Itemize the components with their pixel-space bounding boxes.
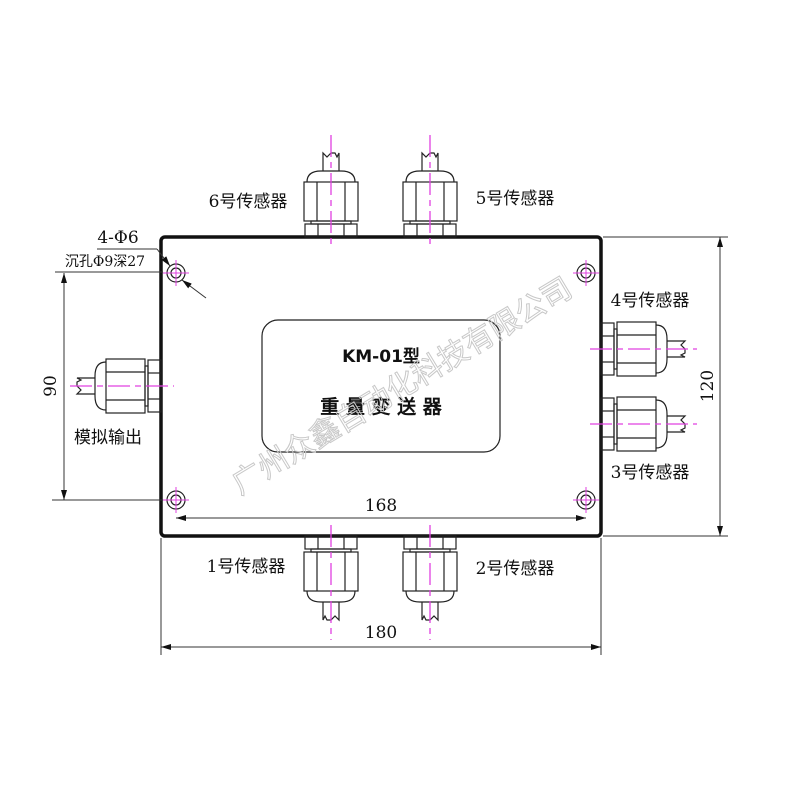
hole-leader [55,248,207,299]
mounting-holes [163,260,599,513]
sensor-5-label: 5号传感器 [476,189,555,209]
dim-120: 120 [698,370,718,402]
analog-output-label: 模拟输出 [74,428,142,448]
model-label: KM-01型 [342,346,420,367]
hole-spec-label: 4-Φ6 [97,228,138,248]
sensor-6-label: 6号传感器 [209,192,288,212]
centerlines [70,135,697,640]
sensor-3-label: 3号传感器 [611,463,690,483]
dim-168: 168 [365,496,397,516]
product-name: 重 量 变 送 器 [320,395,442,418]
dimension-lines [52,236,728,655]
label-panel [261,319,501,453]
dim-90: 90 [41,375,61,397]
counterbore-label: 沉孔Φ9深27 [65,254,145,270]
watermark: 广州众鑫自动化科技有限公司 [226,271,578,502]
sensor-2-label: 2号传感器 [476,559,555,579]
dim-180: 180 [365,623,397,643]
sensor-1-label: 1号传感器 [207,557,286,577]
sensor-4-label: 4号传感器 [611,291,690,311]
